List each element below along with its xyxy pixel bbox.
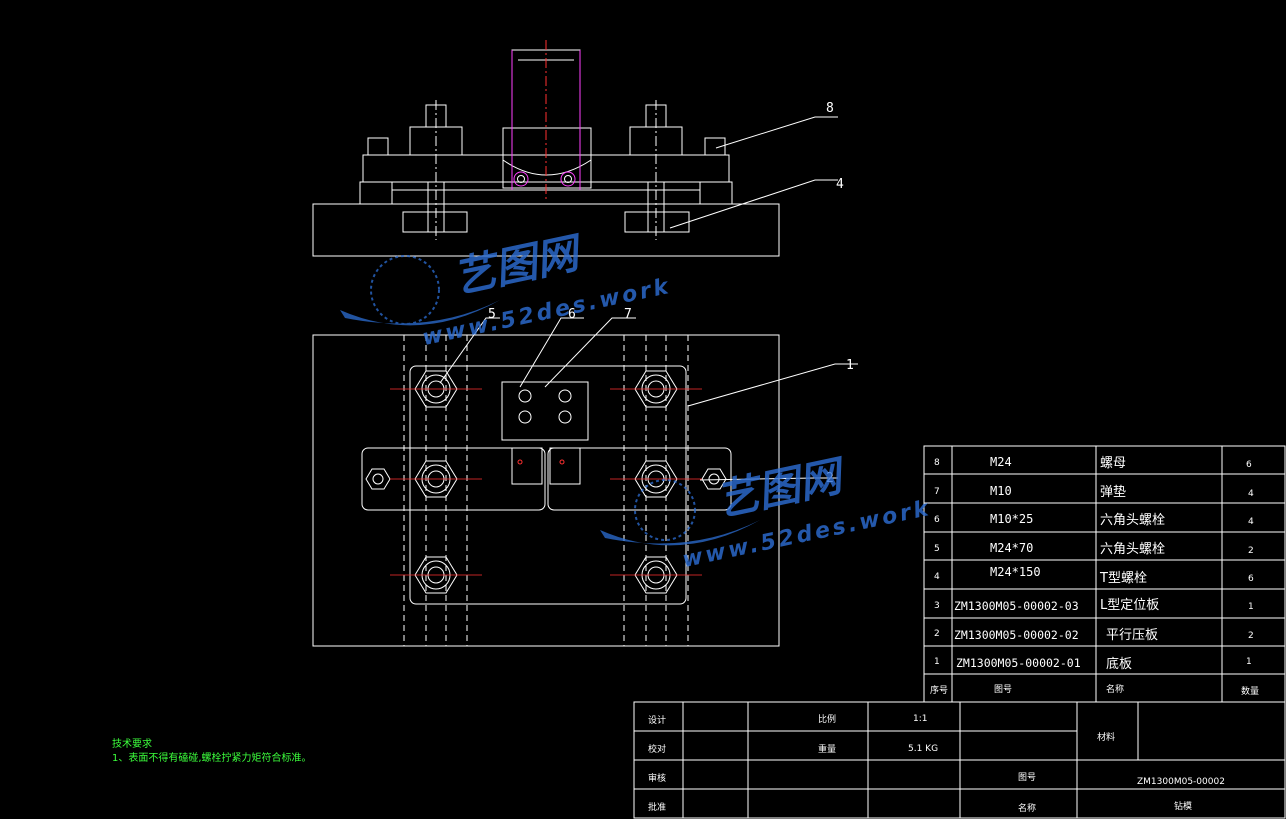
bom-row-code: M24*70 — [990, 541, 1033, 555]
bom-row-qty: 6 — [1248, 574, 1254, 584]
label-material: 材料 — [1097, 731, 1115, 743]
bom-header-no: 序号 — [930, 684, 948, 696]
bom-row-code: M10 — [990, 484, 1012, 498]
title-block: 设计 校对 审核 批准 比例 1:1 重量 5.1 KG 材料 图号 ZM130… — [648, 713, 1225, 814]
label-name: 名称 — [1018, 802, 1036, 814]
bom-row-no: 4 — [934, 572, 940, 582]
bom-row-qty: 1 — [1248, 602, 1254, 612]
bom-row-code: ZM1300M05-00002-01 — [956, 656, 1081, 670]
bom-header-qty: 数量 — [1241, 685, 1259, 697]
bom-row-code: ZM1300M05-00002-02 — [954, 628, 1079, 642]
bom-row-code: ZM1300M05-00002-03 — [954, 599, 1079, 613]
bom-row-no: 6 — [934, 515, 940, 525]
bom-row-no: 2 — [934, 629, 940, 639]
scale-value: 1:1 — [913, 714, 927, 724]
label-review: 审核 — [648, 772, 666, 784]
bom-row-name: 底板 — [1106, 656, 1132, 672]
balloon-7: 7 — [624, 307, 632, 322]
bom-row-qty: 1 — [1246, 657, 1252, 667]
watermark-logo — [340, 255, 760, 546]
top-view — [312, 334, 780, 647]
label-design: 设计 — [648, 714, 666, 726]
technical-requirements: 技术要求 1、表面不得有磕碰,螺栓拧紧力矩符合标准。 — [112, 738, 312, 766]
title-block-grid — [633, 701, 1286, 819]
front-view — [312, 40, 780, 257]
drawing-no: ZM1300M05-00002 — [1137, 777, 1225, 787]
balloon-8: 5 — [488, 307, 496, 322]
bom-row-no: 7 — [934, 487, 940, 497]
bom-row-code: M24*150 — [990, 565, 1041, 579]
name-value: 钻模 — [1174, 800, 1192, 812]
bom-row-name: 弹垫 — [1100, 484, 1126, 500]
label-check: 校对 — [648, 743, 666, 755]
bom-row-name: L型定位板 — [1100, 598, 1159, 613]
bom-table-grid — [923, 445, 1286, 703]
bom-row-name: T型螺栓 — [1099, 571, 1147, 586]
bom-row-qty: 4 — [1248, 489, 1254, 499]
bom-row-no: 5 — [934, 544, 940, 554]
bom-row-no: 1 — [934, 657, 940, 667]
bom-row-name: 六角头螺栓 — [1100, 542, 1165, 557]
tech-req-title: 技术要求 — [112, 739, 152, 750]
weight-value: 5.1 KG — [908, 744, 938, 754]
balloon-4: 4 — [836, 177, 844, 192]
balloon-5: 8 — [826, 101, 834, 116]
bom-header-code: 图号 — [994, 684, 1012, 695]
balloon-2: 2 — [826, 471, 834, 486]
bom-row-name: 螺母 — [1100, 456, 1126, 471]
bom-row-qty: 4 — [1248, 517, 1254, 527]
tech-req-item: 1、表面不得有磕碰,螺栓拧紧力矩符合标准。 — [112, 753, 312, 764]
bom-header-name: 名称 — [1106, 683, 1124, 695]
bom-row-no: 8 — [934, 458, 940, 468]
label-approve: 批准 — [648, 801, 666, 813]
bom-row-code: M24 — [990, 455, 1012, 469]
balloon-1: 1 — [846, 358, 854, 373]
bom-row-qty: 2 — [1248, 631, 1254, 641]
hex-nuts — [365, 370, 727, 594]
leader-lines — [439, 116, 858, 481]
label-weight: 重量 — [818, 743, 836, 755]
bom-table: 8 7 6 5 4 3 2 1 M24 M10 M10*25 M24*70 M2… — [930, 455, 1259, 697]
bom-row-name: 六角头螺栓 — [1100, 513, 1165, 528]
balloon-6: 6 — [568, 307, 576, 322]
label-scale: 比例 — [818, 713, 836, 725]
label-drawing-no: 图号 — [1018, 772, 1036, 783]
bom-row-code: M10*25 — [990, 512, 1033, 526]
bom-row-name: 平行压板 — [1106, 628, 1158, 643]
bom-row-qty: 2 — [1248, 546, 1254, 556]
bom-row-qty: 6 — [1246, 460, 1252, 470]
bom-row-no: 3 — [934, 601, 940, 611]
